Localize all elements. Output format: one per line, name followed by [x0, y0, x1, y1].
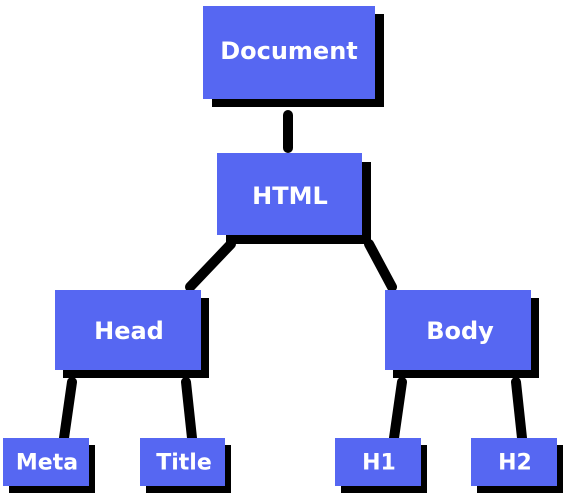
node-box	[335, 438, 421, 486]
node-label-body: Body	[426, 317, 494, 345]
edge-html-head	[185, 239, 236, 292]
node-document: Document	[203, 6, 384, 107]
edge-body-h2	[511, 377, 527, 443]
node-box	[385, 290, 531, 370]
node-box	[55, 290, 201, 370]
node-label-h1: H1	[362, 451, 396, 476]
edge-head-meta	[59, 377, 77, 443]
node-box	[217, 153, 362, 235]
node-label-html: HTML	[252, 182, 328, 210]
node-box	[471, 438, 557, 486]
edge-body-h1	[389, 377, 407, 443]
node-h1: H1	[335, 438, 427, 493]
node-box	[3, 438, 89, 486]
node-label-head: Head	[94, 317, 164, 345]
node-label-title: Title	[156, 451, 212, 476]
node-box	[203, 6, 375, 99]
node-label-h2: H2	[498, 451, 532, 476]
node-title: Title	[140, 438, 231, 493]
node-h2: H2	[471, 438, 563, 493]
node-body: Body	[385, 290, 539, 378]
node-label-meta: Meta	[16, 451, 78, 476]
tree-connectors	[59, 110, 527, 443]
node-box	[140, 438, 225, 486]
edge-html-body	[364, 239, 397, 292]
node-head: Head	[55, 290, 209, 378]
node-meta: Meta	[3, 438, 95, 493]
node-label-document: Document	[220, 37, 358, 65]
node-html: HTML	[217, 153, 371, 244]
edge-head-title	[181, 377, 197, 443]
